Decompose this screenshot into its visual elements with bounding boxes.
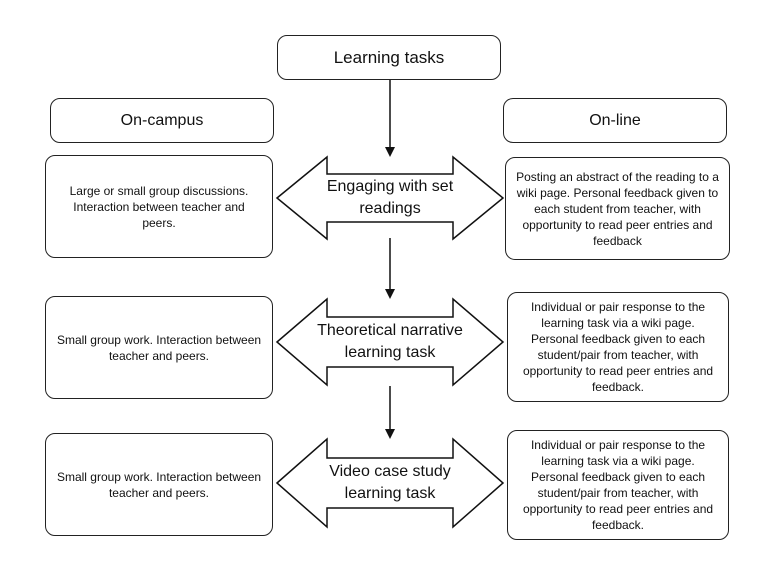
task-label-3: Video case study learning task xyxy=(316,458,464,508)
double-arrow-2 xyxy=(275,297,505,387)
task-label-2: Theoretical narrative learning task xyxy=(302,317,478,367)
on-campus-text-1: Large or small group discussions. Intera… xyxy=(69,183,249,230)
learning-tasks-box: Learning tasks xyxy=(277,35,501,80)
learning-tasks-title: Learning tasks xyxy=(333,47,445,67)
double-arrow-1 xyxy=(275,155,505,241)
online-box-2: Individual or pair response to the learn… xyxy=(507,292,729,402)
online-box-3: Individual or pair response to the learn… xyxy=(507,430,729,540)
online-header-box: On-line xyxy=(503,98,727,143)
on-campus-text-3: Small group work. Interaction between te… xyxy=(56,469,262,500)
on-campus-header: On-campus xyxy=(120,111,204,129)
online-header: On-line xyxy=(589,111,641,129)
double-arrow-3 xyxy=(275,437,505,529)
on-campus-text-2: Small group work. Interaction between te… xyxy=(56,332,262,363)
online-text-2: Individual or pair response to the learn… xyxy=(522,300,714,394)
task-text-3: Video case study learning task xyxy=(329,463,451,502)
online-text-1: Posting an abstract of the reading to a … xyxy=(516,169,719,248)
on-campus-box-1: Large or small group discussions. Intera… xyxy=(45,155,273,258)
on-campus-header-box: On-campus xyxy=(50,98,274,143)
task-text-2: Theoretical narrative learning task xyxy=(317,322,463,361)
task-label-1: Engaging with set readings xyxy=(318,174,462,222)
task-text-1: Engaging with set readings xyxy=(326,178,454,217)
on-campus-box-3: Small group work. Interaction between te… xyxy=(45,433,273,536)
online-text-3: Individual or pair response to the learn… xyxy=(522,438,714,532)
on-campus-box-2: Small group work. Interaction between te… xyxy=(45,296,273,399)
online-box-1: Posting an abstract of the reading to a … xyxy=(505,157,730,260)
